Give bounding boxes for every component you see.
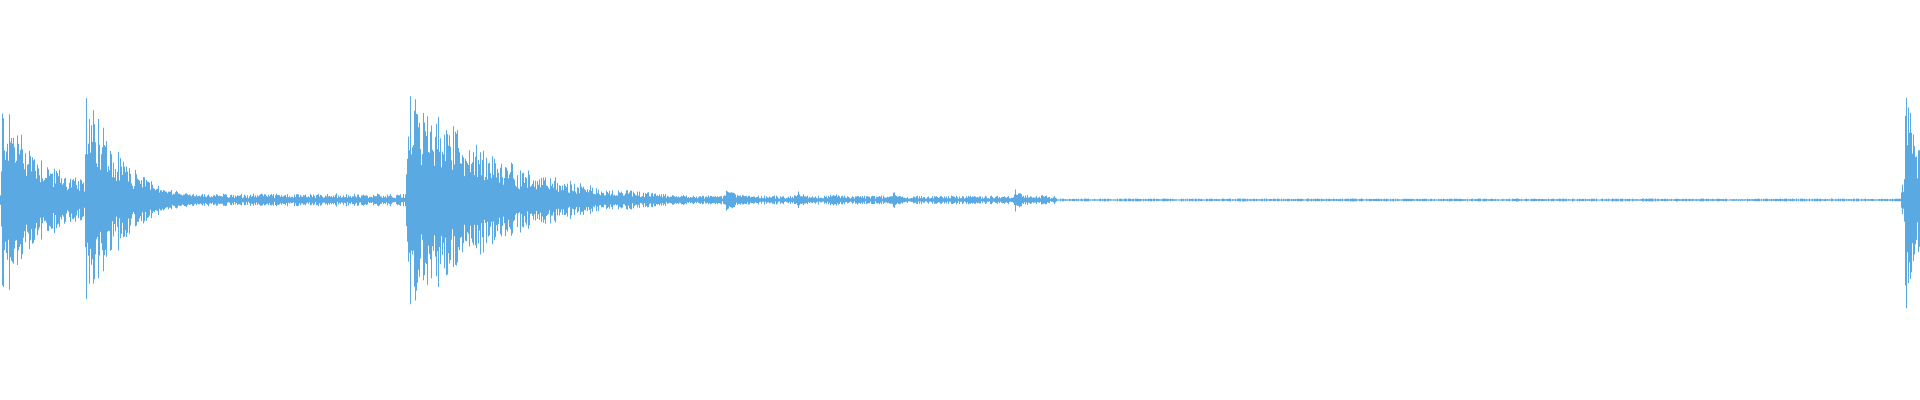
waveform-samples [0, 96, 1920, 309]
